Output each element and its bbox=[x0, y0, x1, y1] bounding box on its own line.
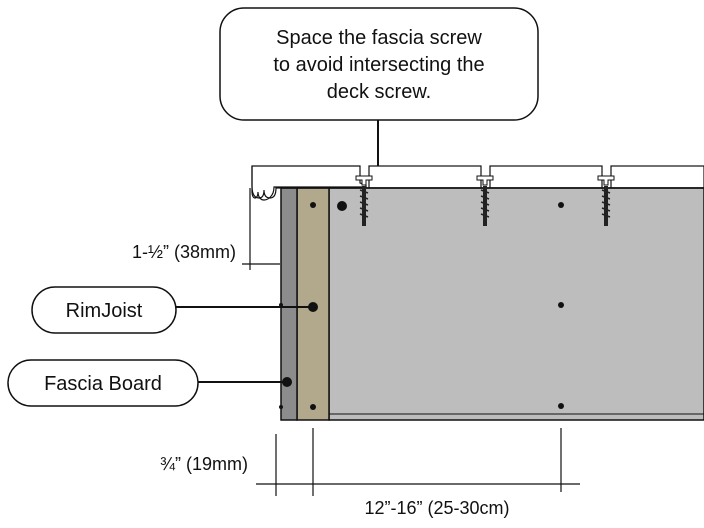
joist bbox=[328, 187, 704, 421]
deck-clip bbox=[476, 175, 494, 186]
rim-joist-callout: RimJoist bbox=[31, 286, 313, 334]
callout-line-3: deck screw. bbox=[327, 81, 431, 103]
fascia-screw-marker bbox=[337, 201, 347, 211]
fascia-thickness-label: ¾” (19mm) bbox=[160, 454, 248, 474]
fascia-screw-dot bbox=[310, 404, 316, 410]
deck-screw bbox=[480, 186, 490, 226]
deck-screws bbox=[359, 186, 611, 226]
framing bbox=[280, 187, 704, 421]
rim-joist-label: RimJoist bbox=[66, 300, 143, 322]
rim-joist-label-box bbox=[31, 286, 177, 334]
callout-line-2: to avoid intersecting the bbox=[273, 54, 484, 76]
fascia-board-label: Fascia Board bbox=[44, 373, 162, 395]
deck-board bbox=[368, 165, 482, 189]
joist-screw-dot bbox=[558, 202, 564, 208]
deck-board bbox=[610, 165, 704, 189]
deck-board bbox=[489, 165, 603, 189]
bottom-dimensions: ¾” (19mm) 12”-16” (25-30cm) bbox=[160, 428, 580, 518]
joist-screw-dot bbox=[558, 302, 564, 308]
fascia-board-callout: Fascia Board bbox=[7, 359, 287, 407]
deck-board-end bbox=[251, 165, 367, 201]
joist-screw-dot bbox=[558, 403, 564, 409]
deck-clip bbox=[597, 175, 615, 186]
spacing-callout: Space the fascia screw to avoid intersec… bbox=[219, 7, 539, 206]
deck-boards bbox=[251, 165, 704, 201]
deck-screw bbox=[601, 186, 611, 226]
deck-clip bbox=[355, 175, 373, 186]
screw-spacing-label: 12”-16” (25-30cm) bbox=[364, 498, 509, 518]
callout-line-1: Space the fascia screw bbox=[276, 27, 482, 49]
fascia-screw-dot bbox=[310, 202, 316, 208]
board-thickness-dimension: 1-½” (38mm) bbox=[132, 188, 280, 270]
board-thickness-label: 1-½” (38mm) bbox=[132, 242, 236, 262]
deck-screw bbox=[359, 186, 369, 226]
